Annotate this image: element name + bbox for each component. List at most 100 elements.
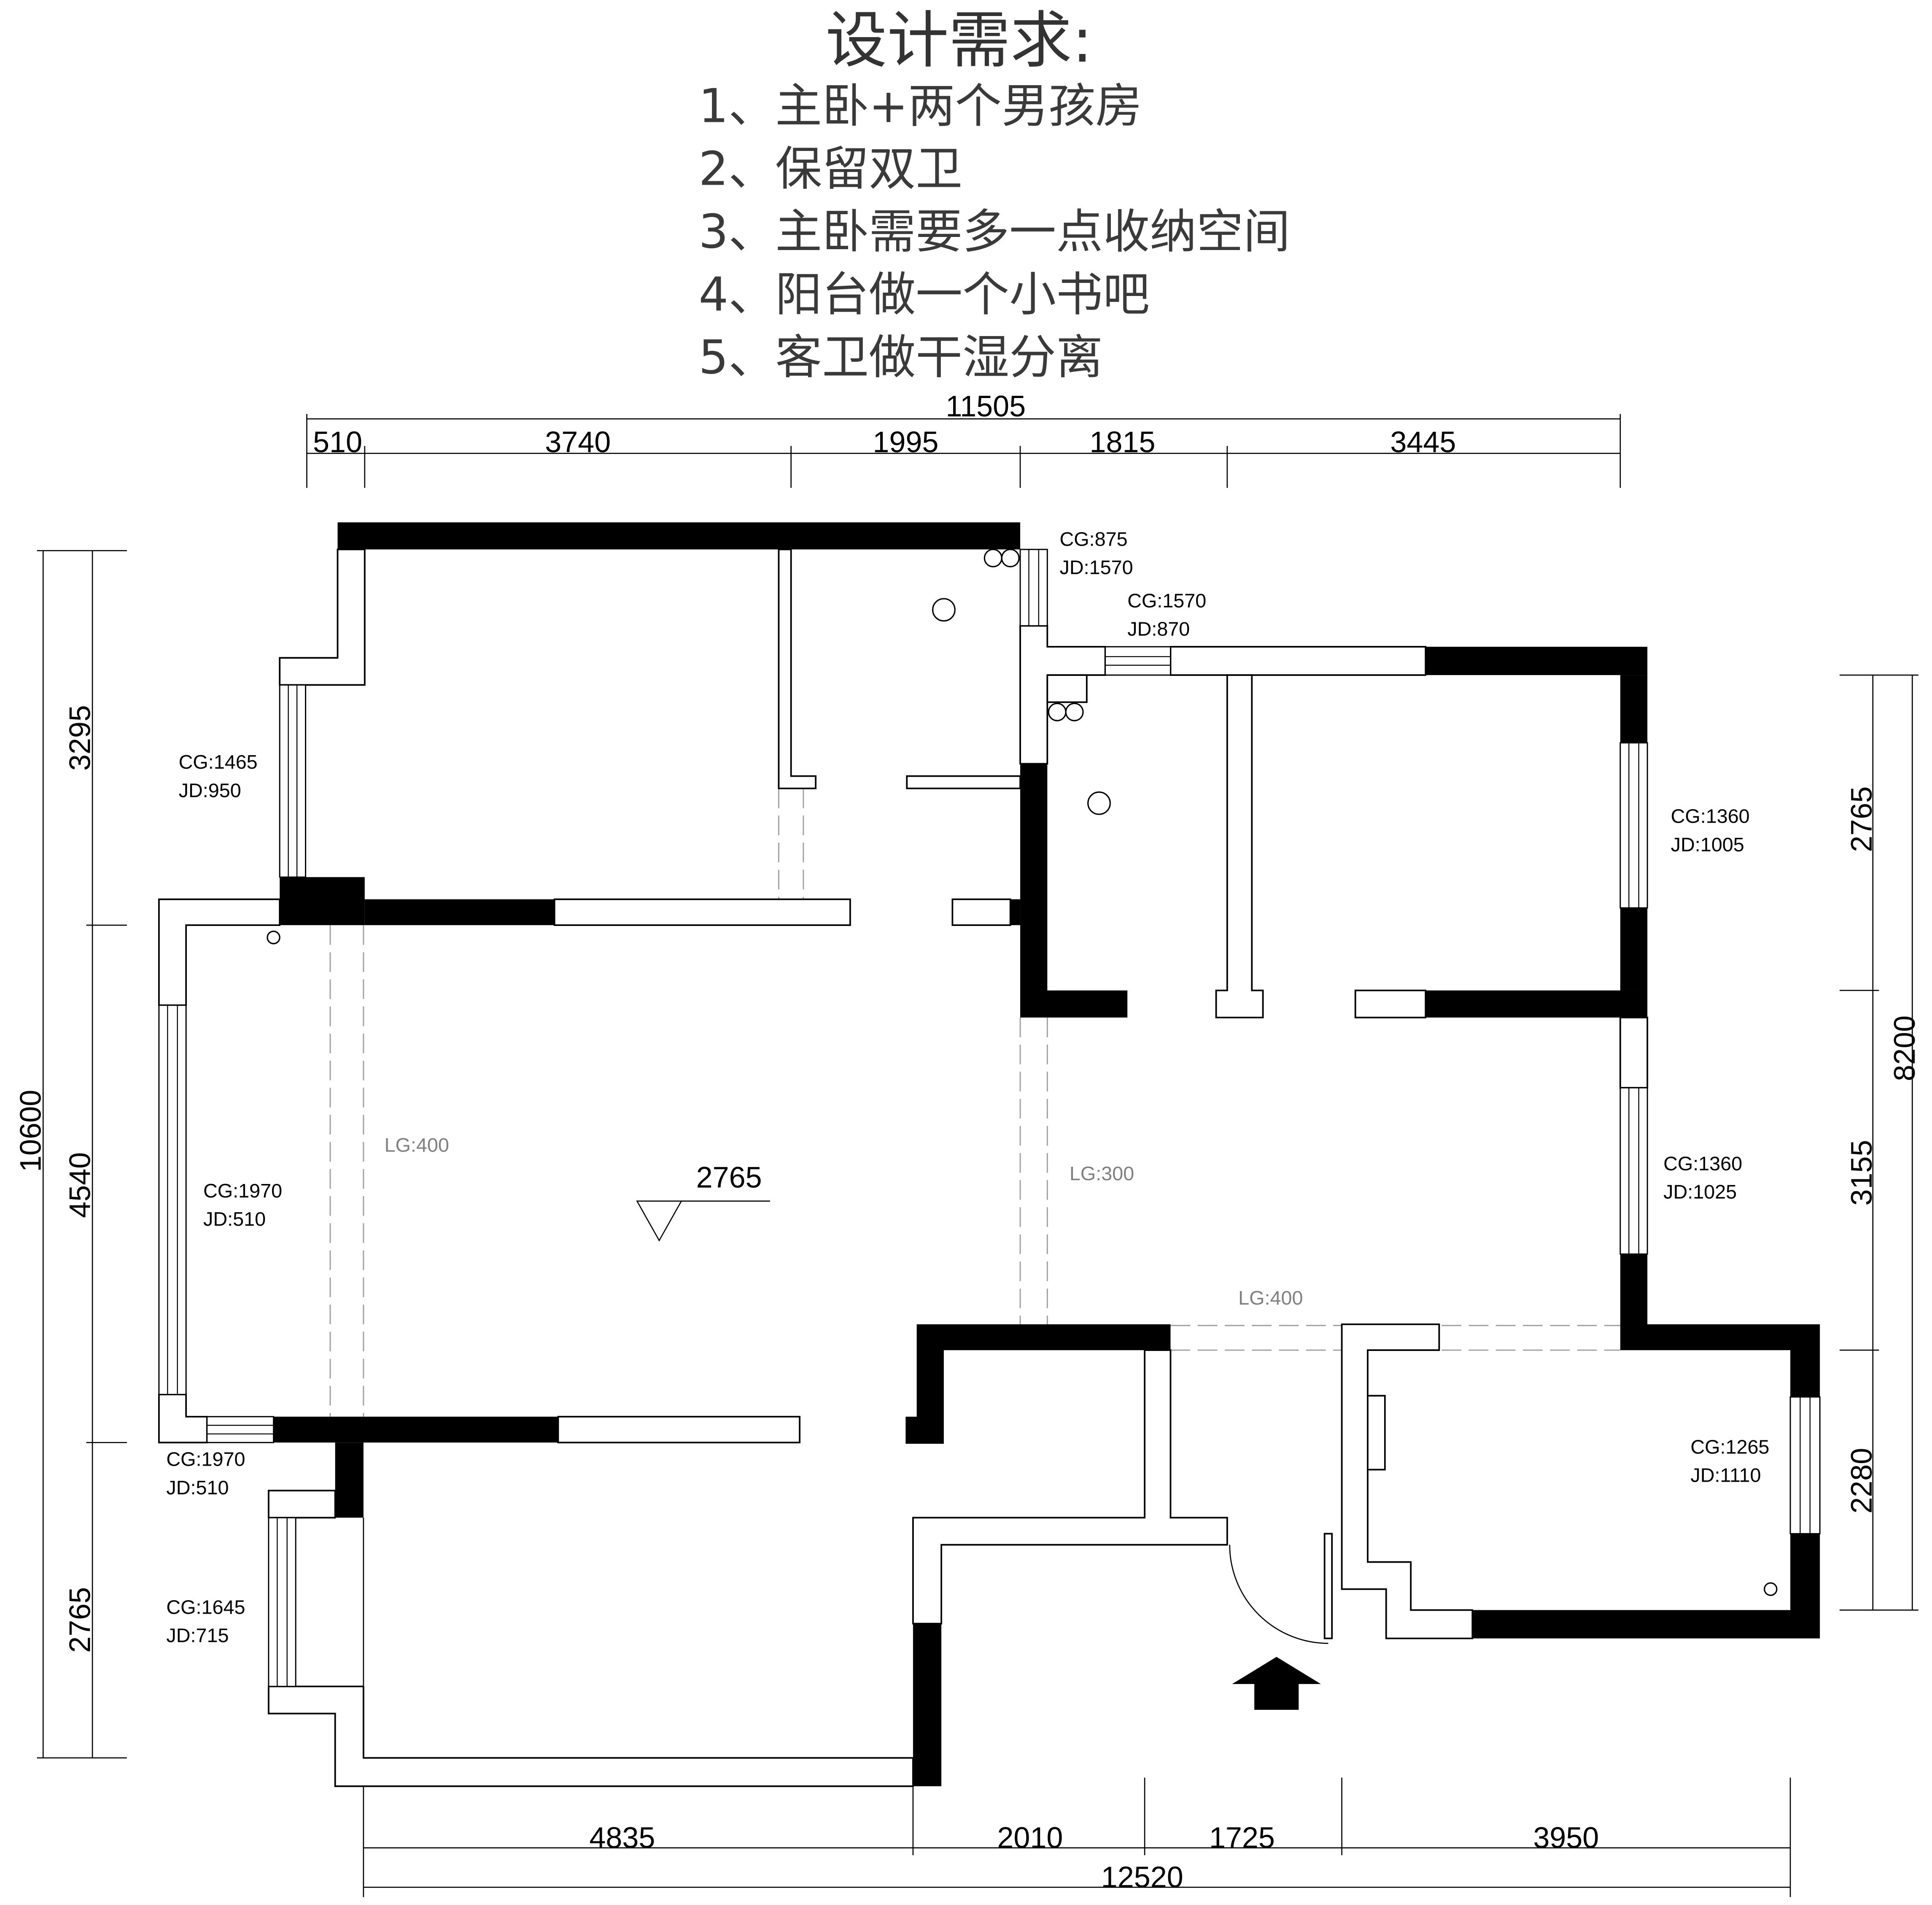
wall-partition-bottom-left — [268, 1685, 914, 1787]
wall-partition-sill — [268, 1490, 336, 1519]
wall-partition — [1046, 674, 1088, 703]
wall-solid — [1620, 675, 1648, 743]
dimension-top-3: 1995 — [873, 425, 938, 458]
dimension-bottom-2: 2010 — [997, 1821, 1063, 1854]
wall-solid-entry — [905, 1324, 1171, 1444]
window-frame — [1105, 646, 1171, 676]
wall-solid — [1620, 908, 1648, 990]
window — [158, 1004, 187, 1395]
door-swing-icon — [1229, 1533, 1333, 1644]
requirements-title: 设计需求: — [825, 5, 1092, 76]
window-labels: CG:875 JD:1570 CG:1570 JD:870 CG:1465 JD… — [166, 528, 1769, 1646]
window — [1019, 549, 1048, 627]
window — [1619, 742, 1648, 909]
window — [206, 1416, 275, 1443]
dimension-bottom-3: 1725 — [1209, 1821, 1275, 1854]
dimension-left-3: 2765 — [63, 1587, 96, 1653]
window — [268, 1517, 296, 1687]
window-sill-height: CG:875 — [1060, 528, 1128, 550]
partition-walls — [158, 549, 1649, 1787]
elevation-value: 2765 — [696, 1161, 762, 1194]
window-width: JD:1005 — [1671, 834, 1744, 856]
requirement-item-1: 1、主卧+两个男孩房 — [699, 79, 1142, 133]
wall-solid — [364, 899, 555, 926]
wall-solid-top — [337, 522, 1021, 550]
dimension-right-3: 2280 — [1845, 1448, 1878, 1514]
pipe-circle — [932, 598, 956, 622]
dimension-left-1: 3295 — [63, 705, 96, 771]
requirement-item-3: 3、主卧需要多一点收纳空间 — [699, 204, 1291, 259]
dimension-right-2: 3155 — [1845, 1140, 1878, 1205]
window-width: JD:1025 — [1663, 1181, 1737, 1203]
dimension-bottom-4: 3950 — [1533, 1821, 1599, 1854]
pipe-fixtures — [267, 549, 1778, 1596]
window — [1789, 1396, 1821, 1534]
windows — [158, 549, 1821, 1687]
pipe-circle — [1087, 791, 1111, 815]
opening-dashed-lines — [329, 788, 1620, 1417]
dimension-right-total: 8200 — [1888, 1015, 1921, 1081]
wall-solid — [273, 1416, 558, 1443]
pipe-circle — [1001, 549, 1020, 568]
window-frame — [268, 1517, 296, 1687]
window-frame — [279, 684, 307, 878]
wall-solid-top-right — [1425, 646, 1648, 675]
window — [1619, 1087, 1648, 1255]
opening-label: LG:400 — [1238, 1287, 1303, 1309]
opening-label: LG:400 — [385, 1134, 449, 1156]
pipe-circle — [1048, 702, 1067, 721]
wall-solid-bathroom — [1020, 764, 1128, 1018]
wall-partition — [1169, 646, 1427, 676]
window-sill-height: CG:1360 — [1663, 1153, 1742, 1175]
wall-partition-t — [1215, 674, 1264, 1019]
wall-solid-bottom-right — [1472, 1534, 1820, 1639]
window-width: JD:510 — [166, 1477, 229, 1499]
window-width: JD:1110 — [1690, 1464, 1761, 1486]
window-frame — [1019, 549, 1048, 627]
window-sill-height: CG:1360 — [1671, 805, 1750, 827]
wall-solid — [1010, 899, 1021, 926]
window-sill-height: CG:1570 — [1127, 589, 1206, 611]
window-width: JD:870 — [1127, 618, 1190, 640]
right-dimensions: 2765 3155 2280 8200 — [1839, 674, 1921, 1611]
wall-partition — [906, 775, 1021, 789]
fixture-radiator — [1367, 1395, 1386, 1471]
window-frame — [206, 1416, 275, 1443]
window-width: JD:510 — [203, 1208, 266, 1230]
window-sill-height: CG:1970 — [203, 1180, 282, 1202]
dimension-top-2: 3740 — [545, 425, 611, 458]
dimension-top-4: 1815 — [1090, 425, 1156, 458]
wall-partition-bay-bottom — [158, 1394, 208, 1444]
wall-solid-right — [1620, 1254, 1820, 1397]
left-dimensions: 10600 3295 4540 2765 — [14, 550, 127, 1759]
wall-solid — [335, 1442, 364, 1518]
pipe-circle — [1764, 1582, 1778, 1596]
requirement-item-5: 5、客卫做干湿分离 — [699, 330, 1103, 385]
dimension-left-total: 10600 — [14, 1090, 47, 1172]
window-width: JD:715 — [166, 1624, 229, 1646]
window — [1105, 646, 1171, 676]
wall-partition — [1619, 1017, 1649, 1089]
dimension-right-1: 2765 — [1845, 786, 1878, 852]
pipe-circle — [984, 549, 1002, 568]
window-sill-height: CG:1970 — [166, 1448, 245, 1470]
window-sill-height: CG:1465 — [179, 751, 258, 773]
wall-partition — [1354, 990, 1427, 1019]
wall-solid — [1425, 990, 1648, 1018]
wall-partition — [557, 1415, 800, 1444]
window-frame — [158, 1004, 187, 1395]
window-width: JD:950 — [179, 779, 241, 801]
window-sill-height: CG:1265 — [1690, 1436, 1769, 1458]
door-leaf — [1323, 1533, 1333, 1639]
wall-partition-bay-top — [158, 898, 281, 1006]
window-frame — [1619, 742, 1648, 909]
window-frame — [1619, 1087, 1648, 1255]
wall-partition-vertical — [778, 549, 816, 789]
dimension-bottom-1: 4835 — [589, 1821, 655, 1854]
window-width: JD:1570 — [1060, 556, 1133, 578]
wall-partition-top-left — [279, 549, 366, 686]
wall-solid — [280, 877, 365, 926]
solid-walls — [273, 522, 1820, 1787]
wall-partition-entry — [912, 1349, 1228, 1625]
